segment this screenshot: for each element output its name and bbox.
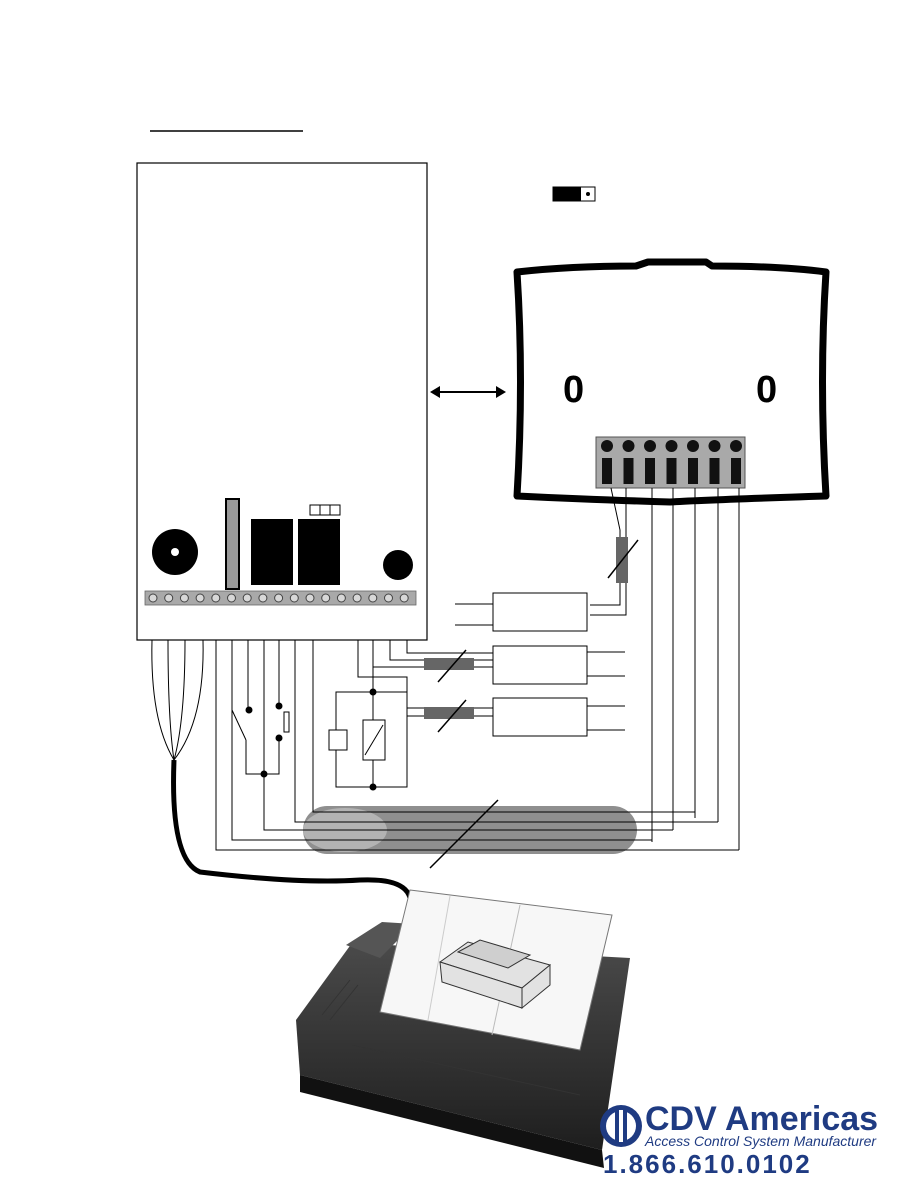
printer-cable xyxy=(171,759,413,899)
interface-module-3 xyxy=(492,697,625,737)
terminal-block xyxy=(144,590,417,606)
logo-tagline: Access Control System Manufacturer xyxy=(644,1133,877,1149)
logo-phone: 1.866.610.0102 xyxy=(603,1149,812,1179)
dip-switch-icon xyxy=(309,504,341,516)
bundle-wires xyxy=(215,640,739,851)
terminal-screw xyxy=(352,593,362,603)
power-wires xyxy=(151,639,204,761)
reader-unit: 0 0 xyxy=(513,258,830,506)
terminal-screw xyxy=(179,593,189,603)
reader-terminal-screw xyxy=(622,440,635,452)
controller-unit xyxy=(136,162,428,641)
reader-terminal-slot xyxy=(709,458,720,484)
reader-right-digit: 0 xyxy=(756,369,777,411)
reader-terminal-slot xyxy=(623,458,634,484)
terminal-screw xyxy=(399,593,409,603)
switch-icon xyxy=(231,640,290,778)
reader-left-digit: 0 xyxy=(563,369,584,411)
printer-icon xyxy=(296,889,630,1168)
reader-terminal-screw xyxy=(687,440,699,452)
company-logo: CDV Americas Access Control System Manuf… xyxy=(600,1100,878,1179)
reader-cable-connector xyxy=(607,537,639,583)
jumper-icon xyxy=(552,186,596,202)
terminal-screw xyxy=(289,593,299,603)
relay-right-icon xyxy=(298,519,340,585)
buzzer-icon xyxy=(152,529,198,575)
reader-terminal-slot xyxy=(666,458,677,484)
reader-terminal-slot xyxy=(645,458,655,484)
module-cable-connector-1 xyxy=(424,649,474,683)
reader-terminal-screw xyxy=(601,440,613,452)
terminal-screw xyxy=(242,593,252,603)
component-grey-bar xyxy=(225,498,240,590)
interface-module-1 xyxy=(455,592,588,632)
led-icon xyxy=(383,550,413,580)
terminal-screw xyxy=(368,593,378,603)
reader-terminal-screw xyxy=(665,440,678,452)
logo-emblem-icon xyxy=(600,1105,642,1147)
terminal-screw xyxy=(336,593,346,603)
terminal-screw xyxy=(211,593,221,603)
terminal-screw xyxy=(195,593,205,603)
interface-module-2 xyxy=(492,645,625,685)
terminal-screw xyxy=(227,593,236,603)
reader-terminal-screw xyxy=(730,440,742,452)
connection-arrow xyxy=(430,386,506,398)
reader-terminal-slot xyxy=(731,458,741,484)
terminal-screw xyxy=(164,593,174,603)
logo-company-name: CDV Americas xyxy=(645,1100,878,1138)
module-cable-connector-2 xyxy=(424,699,474,733)
reader-terminal-slot xyxy=(688,458,698,484)
relay-left-icon xyxy=(251,519,293,585)
terminal-screw xyxy=(321,593,331,603)
terminal-screw xyxy=(258,593,268,603)
relay-icon xyxy=(328,640,408,791)
terminal-screw xyxy=(384,593,393,603)
bundle-slash xyxy=(429,799,499,869)
reader-terminal-screw xyxy=(644,440,656,452)
terminal-screw xyxy=(305,593,315,603)
reader-terminal-slot xyxy=(602,458,612,484)
terminal-screw xyxy=(148,593,158,603)
module-wires xyxy=(357,640,493,717)
reader-terminal-screw xyxy=(708,440,721,452)
reader-wires xyxy=(590,487,740,850)
terminal-screw xyxy=(274,593,284,603)
printer-sketch-icon xyxy=(438,939,552,1010)
